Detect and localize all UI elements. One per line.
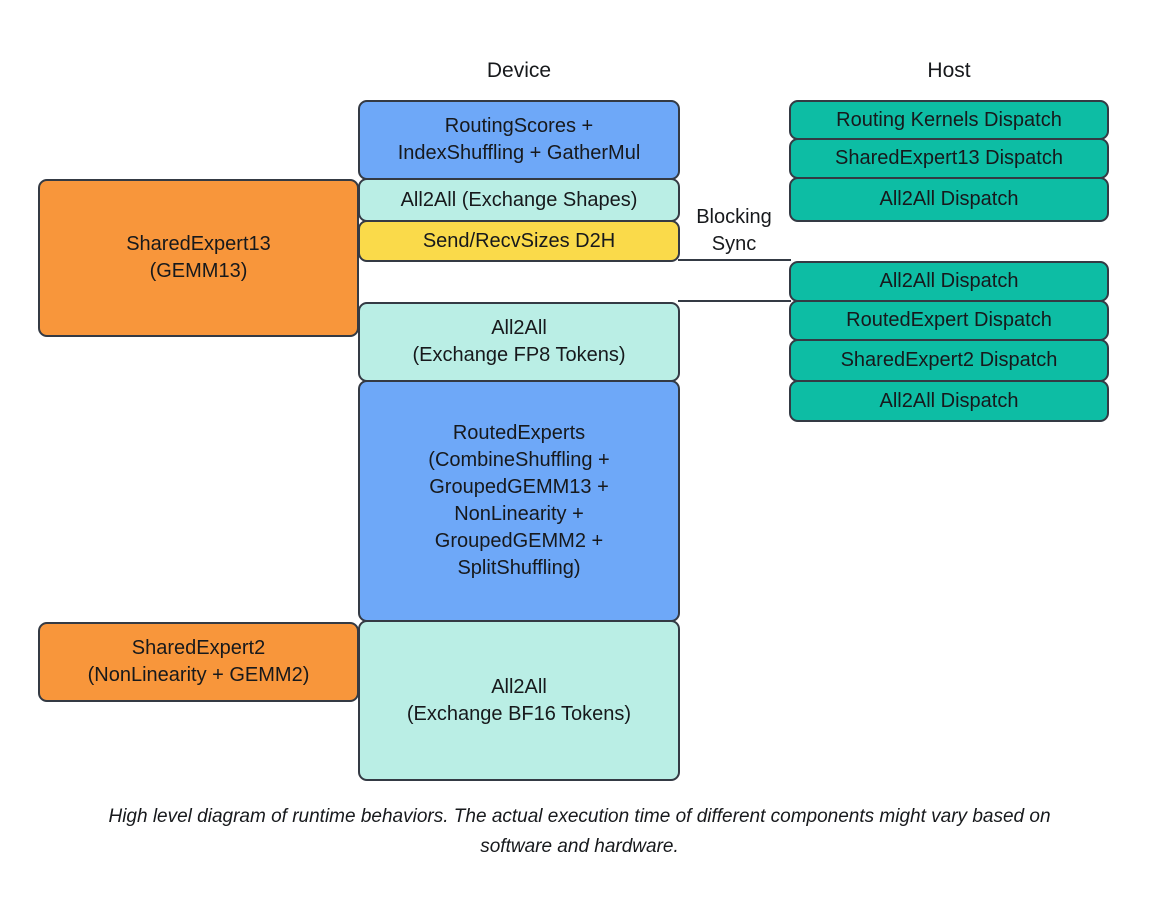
device-box-all2all-shapes: All2All (Exchange Shapes)	[358, 178, 680, 222]
device-box-all2all-bf16: All2All (Exchange BF16 Tokens)	[358, 620, 680, 781]
device-box-routing-scores: RoutingScores + IndexShuffling + GatherM…	[358, 100, 680, 180]
sync-line-top	[678, 259, 791, 261]
host-box-all2all-dispatch-2: All2All Dispatch	[789, 261, 1109, 302]
host-box-routed-expert-dispatch: RoutedExpert Dispatch	[789, 300, 1109, 341]
host-box-shared-expert2-dispatch: SharedExpert2 Dispatch	[789, 339, 1109, 382]
device-column-header: Device	[486, 59, 552, 82]
host-box-all2all-dispatch-3: All2All Dispatch	[789, 380, 1109, 422]
host-column-header: Host	[927, 59, 971, 82]
host-box-shared-expert13-dispatch: SharedExpert13 Dispatch	[789, 138, 1109, 179]
sync-line-bottom	[678, 300, 791, 302]
host-box-routing-kernels-dispatch: Routing Kernels Dispatch	[789, 100, 1109, 140]
figure-caption: High level diagram of runtime behaviors.…	[108, 806, 1051, 858]
shared-expert13-box: SharedExpert13 (GEMM13)	[38, 179, 359, 337]
shared-expert2-box: SharedExpert2 (NonLinearity + GEMM2)	[38, 622, 359, 702]
device-box-send-recv-sizes: Send/RecvSizes D2H	[358, 220, 680, 262]
device-box-routed-experts: RoutedExperts (CombineShuffling + Groupe…	[358, 380, 680, 622]
host-box-all2all-dispatch-1: All2All Dispatch	[789, 177, 1109, 222]
blocking-sync-label: Blocking Sync	[696, 206, 772, 255]
device-box-all2all-fp8: All2All (Exchange FP8 Tokens)	[358, 302, 680, 382]
